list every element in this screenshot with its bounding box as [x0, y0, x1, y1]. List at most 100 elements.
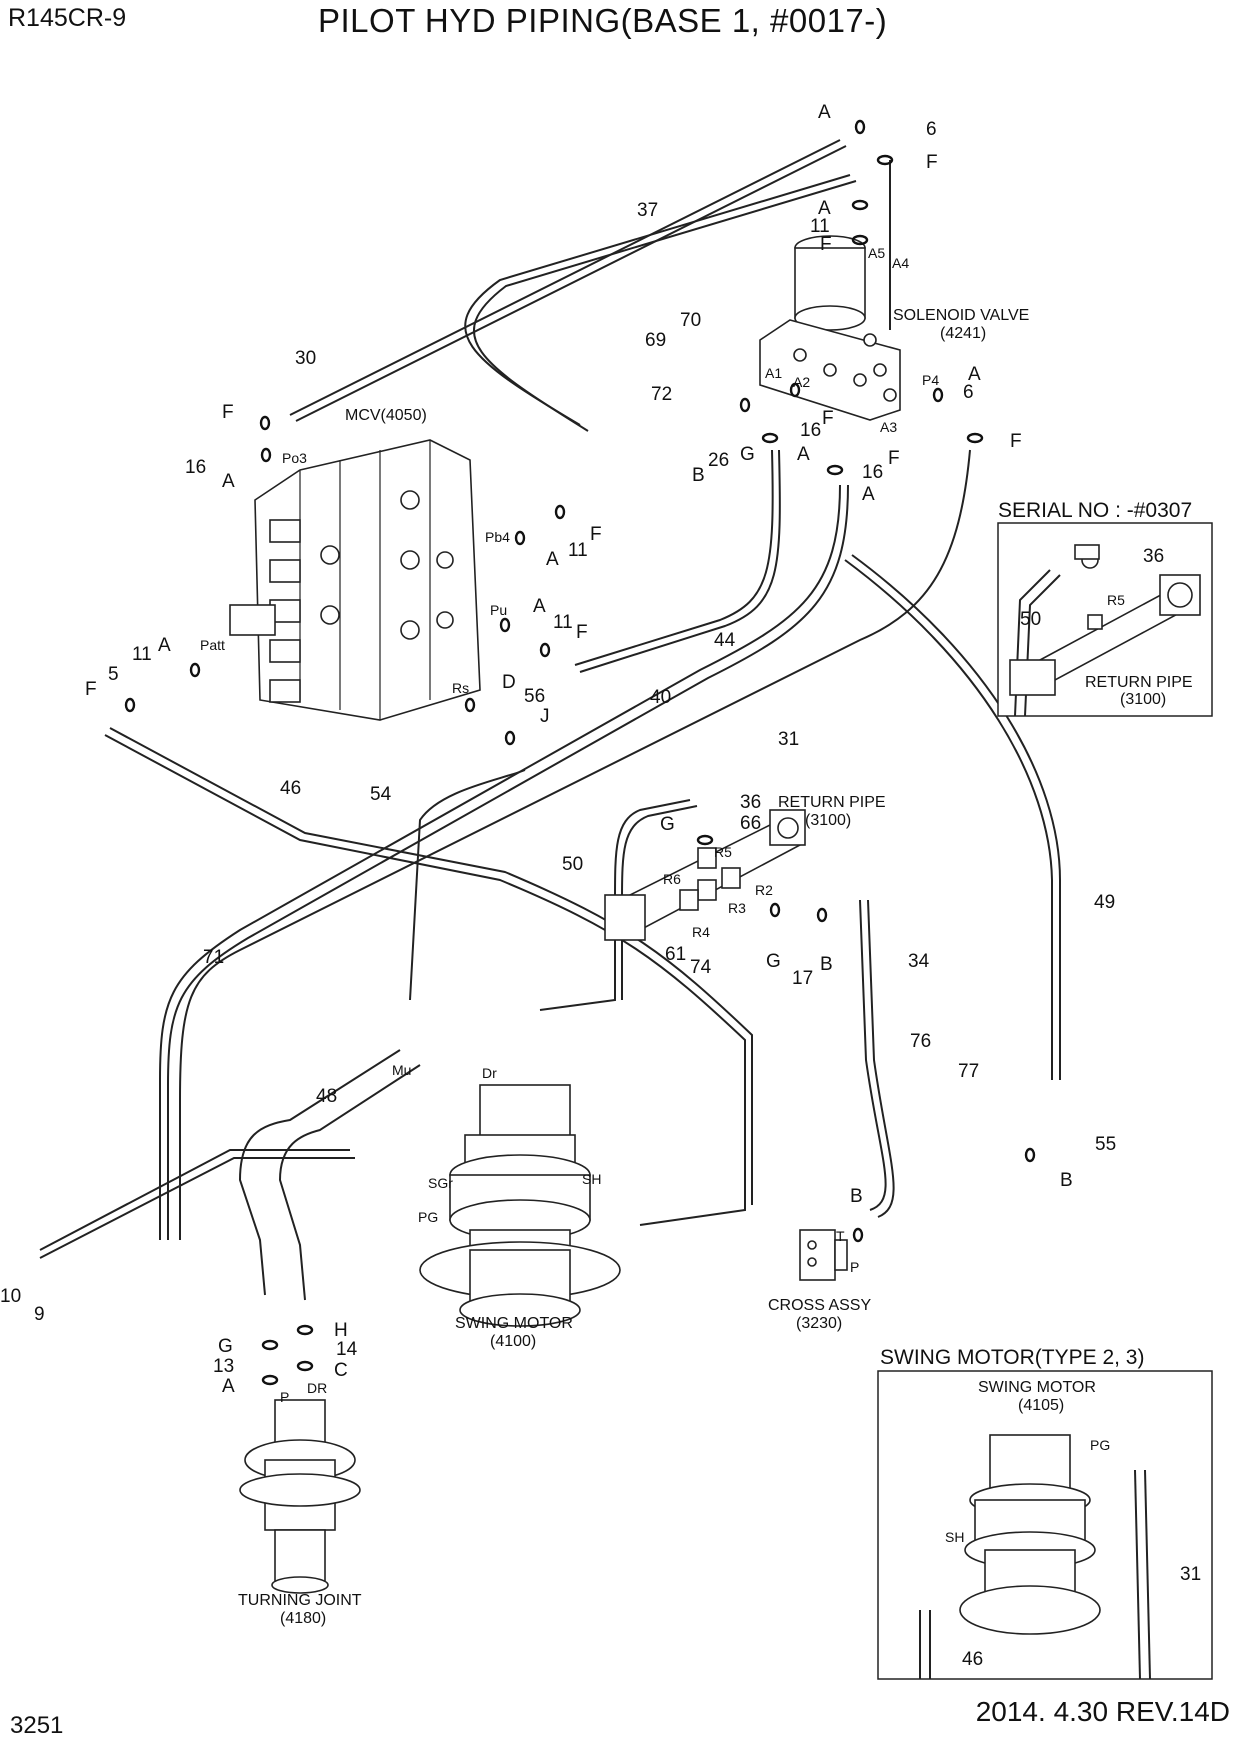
port-a4: A4: [892, 255, 909, 271]
callout-f: F: [926, 152, 938, 173]
swing-type-port-sh: SH: [945, 1529, 964, 1545]
callout-46: 46: [280, 778, 301, 799]
callout-16: 16: [185, 457, 206, 478]
turning-joint: [239, 1399, 361, 1594]
callout-48: 48: [316, 1086, 337, 1107]
callout-g: G: [660, 814, 675, 835]
port-sh: SH: [582, 1171, 601, 1187]
callout-f: F: [590, 524, 602, 545]
callout-16: 16: [862, 462, 883, 483]
port-tj-p: P: [280, 1389, 289, 1405]
callout-40: 40: [650, 687, 671, 708]
callout-6: 6: [926, 119, 937, 140]
cross-assy-code: (3230): [796, 1315, 842, 1332]
callout-49: 49: [1094, 892, 1115, 913]
callout-a: A: [797, 444, 810, 465]
callout-66: 66: [740, 813, 761, 834]
callout-f: F: [822, 408, 834, 429]
mcv-block: [229, 439, 481, 721]
callout-10: 10: [0, 1286, 21, 1307]
callout-g: G: [218, 1336, 233, 1357]
callout-16: 16: [800, 420, 821, 441]
callout-b: B: [820, 954, 833, 975]
callout-61: 61: [665, 944, 686, 965]
port-p: P: [850, 1259, 859, 1275]
port-tj-dr: DR: [307, 1380, 327, 1396]
callout-11: 11: [568, 540, 588, 561]
callout-a: A: [222, 1376, 235, 1397]
callout-labels: 6 6 A F A 11 F 37 30 70 69 72 A F F 16 A…: [0, 102, 1116, 1397]
port-dr: Dr: [482, 1065, 497, 1081]
port-labels: Po3 Pb4 Pu Patt Rs A1 A2 A3 A4 A5 P4 R2 …: [200, 245, 939, 1405]
callout-d: D: [502, 672, 516, 693]
callout-72: 72: [651, 384, 672, 405]
callout-54: 54: [370, 784, 392, 805]
callout-36: 36: [740, 792, 761, 813]
callout-30: 30: [295, 348, 316, 369]
port-r6: R6: [663, 871, 681, 887]
callout-f: F: [888, 448, 900, 469]
callout-g: G: [766, 951, 781, 972]
callout-11: 11: [810, 216, 830, 237]
serial-return-pipe-label: RETURN PIPE: [1085, 674, 1193, 691]
port-t: T: [836, 1228, 845, 1244]
callout-c: C: [334, 1360, 348, 1381]
callout-h: H: [334, 1320, 348, 1341]
port-r5: R5: [714, 844, 732, 860]
port-a3: A3: [880, 419, 897, 435]
cross-assy: [799, 1229, 848, 1281]
callout-31: 31: [778, 729, 799, 750]
swing-motor: [419, 1084, 621, 1327]
callout-70: 70: [680, 310, 701, 331]
callout-a: A: [818, 198, 831, 219]
callout-f: F: [222, 402, 234, 423]
return-pipe-code: (3100): [805, 812, 851, 829]
callout-11: 11: [553, 612, 573, 633]
solenoid-valve: [759, 235, 901, 421]
hose-lines: [39, 139, 1061, 1301]
port-a1: A1: [765, 365, 782, 381]
callout-74: 74: [690, 957, 712, 978]
callout-f: F: [85, 679, 97, 700]
callout-5: 5: [108, 664, 119, 685]
callout-17: 17: [792, 968, 813, 989]
serial-callout-50: 50: [1020, 609, 1041, 630]
swing-motor-code: (4100): [490, 1333, 536, 1350]
page-title: PILOT HYD PIPING(BASE 1, #0017-): [318, 2, 888, 39]
turning-joint-label: TURNING JOINT: [238, 1592, 362, 1609]
callout-69: 69: [645, 330, 666, 351]
callout-b: B: [850, 1186, 863, 1207]
serial-inset: [997, 522, 1213, 717]
callout-a: A: [533, 596, 546, 617]
callout-55: 55: [1095, 1134, 1116, 1155]
callout-14: 14: [336, 1339, 358, 1360]
port-sgr: SGr: [428, 1175, 453, 1191]
port-r3: R3: [728, 900, 746, 916]
port-pu: Pu: [490, 602, 507, 618]
return-pipe-label: RETURN PIPE: [778, 794, 886, 811]
callout-a: A: [862, 484, 875, 505]
cross-assy-label: CROSS ASSY: [768, 1297, 871, 1314]
callout-b: B: [1060, 1170, 1073, 1191]
callout-71: 71: [203, 947, 224, 968]
port-a2: A2: [793, 374, 810, 390]
solenoid-valve-label: SOLENOID VALVE: [893, 307, 1029, 324]
callout-77: 77: [958, 1061, 979, 1082]
return-pipe: [604, 809, 806, 941]
swing-type-callout-31: 31: [1180, 1564, 1201, 1585]
port-po3: Po3: [282, 450, 307, 466]
callout-34: 34: [908, 951, 930, 972]
swing-type-port-pg: PG: [1090, 1437, 1110, 1453]
port-pg: PG: [418, 1209, 438, 1225]
page-number: 3251: [10, 1712, 64, 1739]
solenoid-valve-code: (4241): [940, 325, 986, 342]
callout-a: A: [158, 635, 171, 656]
port-mu: Mu: [392, 1062, 411, 1078]
callout-6: 6: [963, 382, 974, 403]
o-rings: [124, 119, 1036, 1386]
mcv-label: MCV(4050): [345, 407, 427, 424]
callout-44: 44: [714, 630, 736, 651]
turning-joint-code: (4180): [280, 1610, 326, 1627]
serial-port-r5: R5: [1107, 592, 1125, 608]
